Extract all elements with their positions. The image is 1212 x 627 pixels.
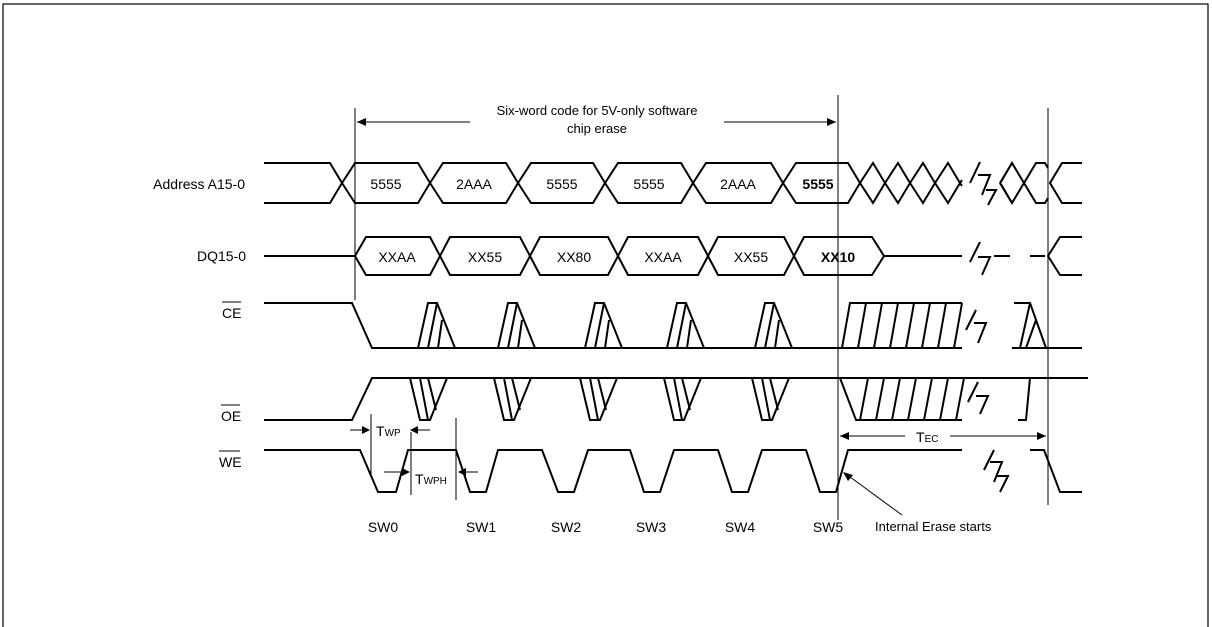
internal-erase-label: Internal Erase starts bbox=[875, 519, 992, 534]
address-value: 2AAA bbox=[456, 176, 492, 192]
signal-label-address: Address A15-0 bbox=[153, 176, 245, 192]
dq-bus-waveform bbox=[264, 236, 1082, 276]
dq-value: XXAA bbox=[378, 249, 416, 265]
signal-label-ce: CE bbox=[222, 305, 241, 321]
step-label: SW5 bbox=[813, 519, 844, 535]
oe-waveform bbox=[264, 377, 1088, 421]
dq-value: XX10 bbox=[821, 249, 855, 265]
internal-erase-arrow bbox=[843, 472, 903, 516]
dq-value: XX80 bbox=[557, 249, 591, 265]
twp-label: TWP bbox=[376, 423, 401, 439]
address-value: 5555 bbox=[370, 176, 401, 192]
ce-waveform bbox=[264, 302, 1082, 349]
dq-value: XX55 bbox=[734, 249, 768, 265]
caption-line-1: Six-word code for 5V-only software bbox=[497, 103, 698, 118]
step-label: SW1 bbox=[466, 519, 497, 535]
address-value: 5555 bbox=[546, 176, 577, 192]
step-label: SW2 bbox=[551, 519, 582, 535]
tec-marker bbox=[840, 432, 1046, 440]
signal-label-we: WE bbox=[219, 454, 242, 470]
step-label: SW4 bbox=[725, 519, 756, 535]
address-bus-waveform bbox=[264, 161, 1082, 206]
twph-label: TWPH bbox=[415, 471, 447, 487]
step-label: SW3 bbox=[636, 519, 667, 535]
dq-value: XX55 bbox=[468, 249, 502, 265]
caption-span-arrow bbox=[357, 118, 836, 126]
signal-label-dq: DQ15-0 bbox=[197, 248, 246, 264]
tec-label: TEC bbox=[916, 429, 938, 445]
twph-marker bbox=[384, 418, 478, 500]
caption-line-2: chip erase bbox=[567, 121, 627, 136]
address-value: 5555 bbox=[802, 176, 833, 192]
twp-marker bbox=[350, 414, 430, 475]
address-value: 5555 bbox=[633, 176, 664, 192]
step-label: SW0 bbox=[368, 519, 399, 535]
address-value: 2AAA bbox=[720, 176, 756, 192]
we-waveform bbox=[264, 449, 1082, 493]
dq-value: XXAA bbox=[644, 249, 682, 265]
signal-label-oe: OE bbox=[221, 408, 241, 424]
diagram-frame bbox=[2, 3, 1209, 627]
